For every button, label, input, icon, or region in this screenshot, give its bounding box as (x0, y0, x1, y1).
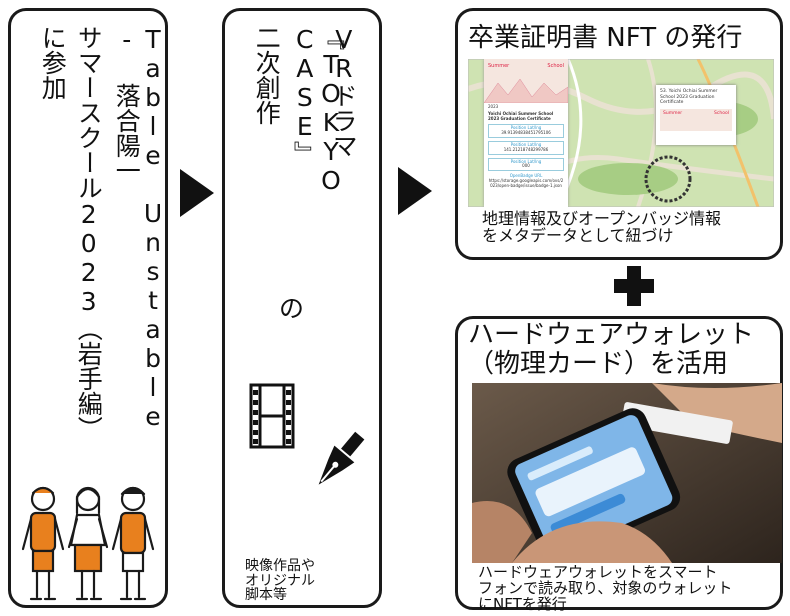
popup-badge: Summer School (660, 108, 732, 131)
vr-drama-caption: 映像作品や オリジナル 脚本等 (245, 559, 315, 603)
hardware-wallet-box: ハードウェアウォレット （物理カード）を活用 (455, 316, 783, 613)
summer-school-col1: Table Unstable - 落合陽一 (112, 25, 168, 431)
certificate-card: Summer School 2023 Yoichi Ochiai Summer … (484, 59, 568, 207)
summer-school-box: Table Unstable - 落合陽一 サマースクール2023（岩手編） に… (8, 8, 168, 608)
nft-caption-line: をメタデータとして紐づけ (482, 225, 674, 245)
popup-badge-left: Summer (663, 110, 683, 116)
nft-caption-line: 地理情報及びオープンバッジ情報 (482, 209, 722, 228)
hardware-wallet-title: ハードウェアウォレット （物理カード）を活用 (468, 321, 754, 378)
phone-card-photo (472, 383, 782, 563)
vr-drama-col3: 二次創作 (252, 25, 282, 125)
certificate-link: OpenBadge URL https://storage.googleapis… (488, 173, 564, 188)
wallet-caption-line: にNFTを発行 (478, 594, 567, 613)
field-value: 39.91394838451795106 (501, 130, 551, 136)
certificate-field: Position Lat/lng 000 (488, 157, 564, 172)
children-icon (21, 486, 155, 601)
flow-arrow-2 (398, 167, 432, 215)
certificate-title-line: 2023 Graduation Certificate (488, 115, 551, 121)
badge-right-label: School (547, 63, 564, 69)
summer-school-col2: サマースクール2023（岩手編） (74, 25, 104, 441)
film-strip-icon (249, 383, 295, 449)
popup-line: School 2023 Graduation (660, 94, 715, 100)
link-value: https://storage.googleapis.com/ovs/2023/… (488, 177, 564, 188)
vr-drama-no: の (279, 294, 305, 323)
summer-school-col3: に参加 (38, 25, 68, 100)
certificate-field: Position Lat/lng 39.91394838451795106 (488, 124, 564, 138)
nft-certificate-caption: 地理情報及びオープンバッジ情報 をメタデータとして紐づけ (482, 209, 722, 245)
vr-drama-col2: 『TOKYO CASE』 (290, 25, 346, 195)
fountain-pen-icon (318, 431, 365, 485)
hardware-wallet-caption: ハードウェアウォレットをスマート フォンで読み取り、対象のウォレット にNFTを… (478, 563, 733, 613)
field-label: Position Lat/lng (510, 158, 542, 164)
popup-line: 53. Yoichi Ochiai Summer (660, 89, 718, 94)
popup-badge-right: School (714, 110, 729, 116)
hardware-wallet-title-line: ハードウェアウォレット (468, 320, 755, 350)
vr-drama-box: VRドラマ 『TOKYO CASE』 二次創作 の 映像作品や オリジナル 脚本… (222, 8, 382, 608)
field-label: Position Lat/lng (510, 141, 542, 147)
hardware-wallet-title-line: （物理カード）を活用 (468, 348, 729, 379)
certificate-title: Yoichi Ochiai Summer School 2023 Graduat… (484, 110, 568, 122)
vr-drama-caption-line: 脚本等 (245, 587, 287, 604)
field-label: Position Lat/lng (510, 125, 542, 131)
field-value: 000 (522, 163, 530, 169)
vr-drama-caption-line: オリジナル (245, 572, 315, 589)
map-popup: 53. Yoichi Ochiai Summer School 2023 Gra… (656, 85, 736, 145)
wallet-caption-line: ハードウェアウォレットをスマート (478, 563, 718, 581)
vr-drama-caption-line: 映像作品や (245, 558, 315, 574)
wallet-caption-line: フォンで読み取り、対象のウォレット (478, 578, 733, 597)
popup-line: Certificate (660, 100, 684, 106)
certificate-badge: Summer School (484, 59, 568, 103)
nft-certificate-title: 卒業証明書 NFT の発行 (468, 23, 743, 53)
certificate-year: 2023 (488, 104, 499, 109)
certificate-title-line: Yoichi Ochiai Summer School (488, 110, 554, 116)
vr-drama-col1: VRドラマ (329, 25, 359, 158)
field-value: 141.21218748299786 (503, 146, 549, 152)
link-label: OpenBadge URL (509, 173, 543, 179)
nft-certificate-box: 卒業証明書 NFT の発行 Summer School 2023 (455, 8, 783, 260)
badge-left-label: Summer (488, 63, 510, 69)
flow-arrow-1 (180, 169, 214, 217)
certificate-field: Position Lat/lng 141.21218748299786 (488, 140, 564, 155)
plus-icon (612, 264, 656, 308)
map-image: Summer School 2023 Yoichi Ochiai Summer … (468, 59, 774, 207)
